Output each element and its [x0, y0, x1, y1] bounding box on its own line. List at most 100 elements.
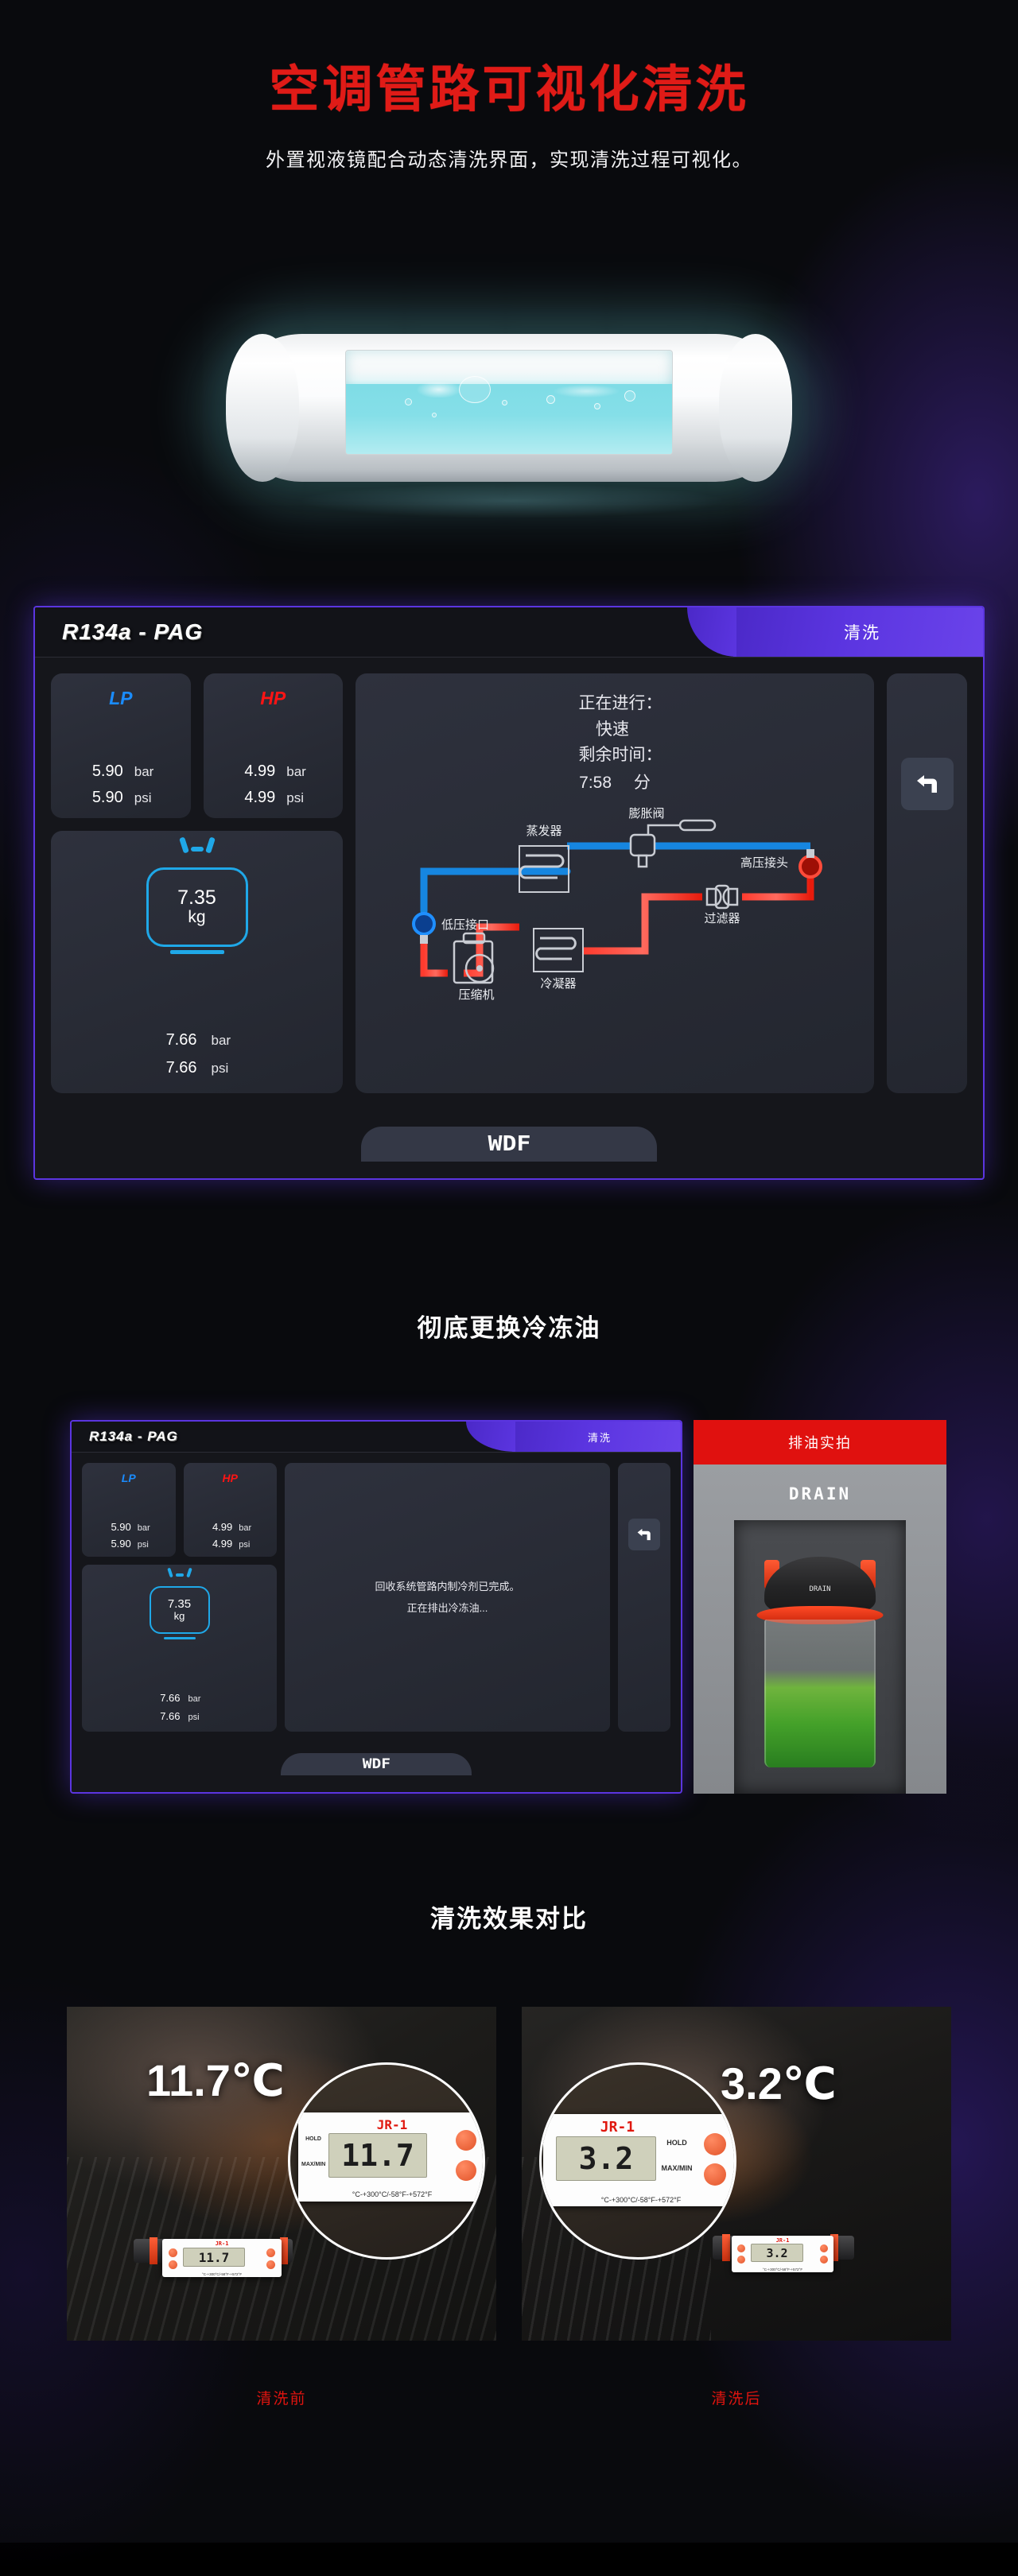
after-probe-ring-right — [830, 2234, 838, 2261]
panel2-back-button[interactable] — [628, 1519, 660, 1550]
hp-gauge-card[interactable]: HP 4.99 bar 4.99 psi — [203, 673, 344, 818]
bubble-small — [624, 390, 635, 402]
before-caption: 清洗前 — [256, 2391, 307, 2407]
after-small-lcd: 3.2 — [751, 2244, 803, 2262]
after-zoom-btn-hold[interactable] — [704, 2133, 726, 2155]
bubble-small — [594, 403, 600, 409]
panel2-hp-bar-value: 4.99 — [212, 1521, 233, 1533]
lp-bar-value: 5.90 — [91, 762, 123, 780]
section-title-oil-change: 彻底更换冷冻油 — [417, 1314, 601, 1342]
tab-cleaning[interactable]: 清洗 — [687, 607, 983, 657]
lp-bar-unit: bar — [134, 764, 154, 779]
label-compressor: 压缩机 — [459, 988, 495, 1002]
before-small-btn-hold[interactable] — [169, 2248, 177, 2257]
after-small-range: °C-+300°C/-58°F-+572°F — [762, 2268, 803, 2271]
tab-cleaning-label: 清洗 — [844, 624, 880, 642]
sight-glass-image — [226, 328, 792, 518]
brand-plate: WDF — [361, 1127, 657, 1162]
bubble-small — [405, 398, 412, 405]
drain-photo-header: 排油实拍 — [694, 1420, 946, 1465]
after-small-btn-maxmin2[interactable] — [820, 2256, 828, 2264]
after-zoom-reading: 3.2 — [578, 2141, 634, 2176]
panel2-tab-cleaning[interactable]: 清洗 — [466, 1422, 681, 1452]
tank-bar-row: 7.66 bar — [57, 1031, 336, 1049]
oil-drain-message-card: 回收系统管路内制冷剂已完成。 正在排出冷冻油... — [285, 1463, 610, 1732]
back-button[interactable] — [900, 758, 954, 810]
label-expansion-valve: 膨胀阀 — [629, 807, 665, 821]
refrigerant-tank-icon: 7.35 kg — [146, 836, 248, 954]
after-small-btn-hold2[interactable] — [820, 2244, 828, 2252]
after-zoom-btn-maxmin[interactable] — [704, 2163, 726, 2186]
before-thermometer-small: JR-1 11.7 °C-+300°C/-58°F-+572°F — [162, 2239, 282, 2277]
panel2-tank-body: 7.35 kg — [149, 1586, 210, 1634]
back-card — [887, 673, 967, 1093]
after-caption: 清洗后 — [711, 2391, 762, 2407]
panel2-hp-gauge-card[interactable]: HP 4.99 bar 4.99 psi — [183, 1463, 277, 1557]
hp-psi-row: 4.99 psi — [210, 789, 337, 807]
label-high-pressure-port: 高压接头 — [740, 856, 788, 870]
status-line-3: 剩余时间： — [578, 746, 662, 765]
panel2-tank-psi-unit: psi — [188, 1713, 200, 1722]
panel2-lp-bar-unit: bar — [137, 1523, 150, 1533]
panel2-left-column: LP 5.90 bar 5.90 psi HP — [82, 1463, 277, 1732]
remaining-time-unit: 分 — [633, 773, 651, 792]
tank-bar-unit: bar — [211, 1033, 231, 1048]
panel2-tank-bar-row: 7.66 bar — [85, 1692, 274, 1704]
before-small-lcd: 11.7 — [183, 2248, 245, 2267]
panel2-hp-psi-row: 4.99 psi — [187, 1538, 274, 1550]
before-small-btn-maxmin2[interactable] — [266, 2260, 275, 2269]
before-magnifier: JR-1 11.7 HOLD MAX/MIN °C-+300°C/-58°F-+… — [288, 2062, 485, 2260]
panel2-tank-psi-value: 7.66 — [160, 1710, 181, 1722]
after-temperature-label: 3.2℃ — [721, 2058, 837, 2109]
panel2-lp-bar-row: 5.90 bar — [85, 1521, 173, 1533]
before-zoom-btn-hold[interactable] — [456, 2130, 476, 2151]
tank-psi-value: 7.66 — [165, 1059, 197, 1077]
drain-collection-jar — [764, 1619, 876, 1767]
panel2-tank-psi-row: 7.66 psi — [85, 1710, 274, 1722]
before-thermometer-zoom: JR-1 11.7 HOLD MAX/MIN °C-+300°C/-58°F-+… — [298, 2112, 483, 2202]
tank-bar-value: 7.66 — [165, 1031, 197, 1049]
label-low-pressure-port: 低压接口 — [441, 918, 489, 932]
sight-glass-window — [345, 350, 673, 455]
before-small-btn-maxmin[interactable] — [169, 2260, 177, 2269]
page-subtitle: 外置视液镜配合动态清洗界面，实现清洗过程可视化。 — [266, 149, 752, 171]
after-zoom-hold-label: HOLD — [666, 2139, 687, 2147]
bubble-small — [546, 395, 555, 404]
before-zoom-lcd: 11.7 — [328, 2133, 427, 2178]
before-zoom-range: °C-+300°C/-58°F-+572°F — [352, 2190, 433, 2198]
tank-psi-unit: psi — [211, 1061, 229, 1076]
remaining-time-value: 7:58 — [579, 773, 612, 792]
after-small-btn-maxmin[interactable] — [737, 2256, 745, 2264]
before-temperature-label: 11.7℃ — [146, 2055, 285, 2105]
panel-body: LP 5.90 bar 5.90 psi HP — [35, 658, 983, 1109]
panel2-tank-card[interactable]: 7.35 kg 7.66 bar 7.66 psi — [82, 1565, 277, 1732]
before-small-range: °C-+300°C/-58°F-+572°F — [201, 2272, 243, 2276]
lp-gauge-card[interactable]: LP 5.90 bar 5.90 psi — [51, 673, 191, 818]
panel2-hp-label: HP — [222, 1472, 238, 1484]
after-zoom-range: °C-+300°C/-58°F-+572°F — [600, 2196, 682, 2204]
oil-drain-message-line-1: 回收系统管路内制冷剂已完成。 — [375, 1580, 520, 1593]
panel2-lp-gauge-card[interactable]: LP 5.90 bar 5.90 psi — [82, 1463, 176, 1557]
hp-bar-value: 4.99 — [244, 762, 276, 780]
panel2-body: LP 5.90 bar 5.90 psi HP — [72, 1453, 681, 1742]
before-cleaning-photo: 11.7℃ JR-1 11.7 °C-+300°C/-58°F-+572°F J… — [67, 2007, 496, 2341]
tank-weight-value: 7.35 — [177, 886, 216, 909]
panel2-tank-weight-unit: kg — [173, 1610, 185, 1623]
label-filter: 过滤器 — [705, 912, 740, 925]
panel2-tank-weight-value: 7.35 — [167, 1596, 192, 1611]
tank-card[interactable]: 7.35 kg 7.66 bar 7.66 psi — [51, 831, 344, 1093]
sight-glass-reflection — [297, 483, 727, 518]
lp-bar-row: 5.90 bar — [57, 762, 185, 781]
after-zoom-maxmin-label: MAX/MIN — [661, 2164, 693, 2172]
oil-drain-interface-panel: R134a - PAG 清洗 LP 5.90 bar 5.90 psi — [70, 1420, 682, 1794]
panel2-brand-plate: WDF — [281, 1753, 472, 1775]
panel2-tab-cleaning-label: 清洗 — [587, 1431, 612, 1444]
before-zoom-btn-maxmin[interactable] — [456, 2160, 476, 2181]
panel2-tank-base — [163, 1637, 196, 1639]
process-status-text: 正在进行： 快速 剩余时间： 7:58 分 — [368, 691, 861, 797]
panel2-lp-label: LP — [121, 1472, 136, 1484]
hp-bar-unit: bar — [286, 764, 306, 779]
after-small-btn-hold[interactable] — [737, 2244, 745, 2252]
before-small-btn-hold2[interactable] — [266, 2248, 275, 2257]
panel2-hp-psi-unit: psi — [239, 1540, 251, 1550]
